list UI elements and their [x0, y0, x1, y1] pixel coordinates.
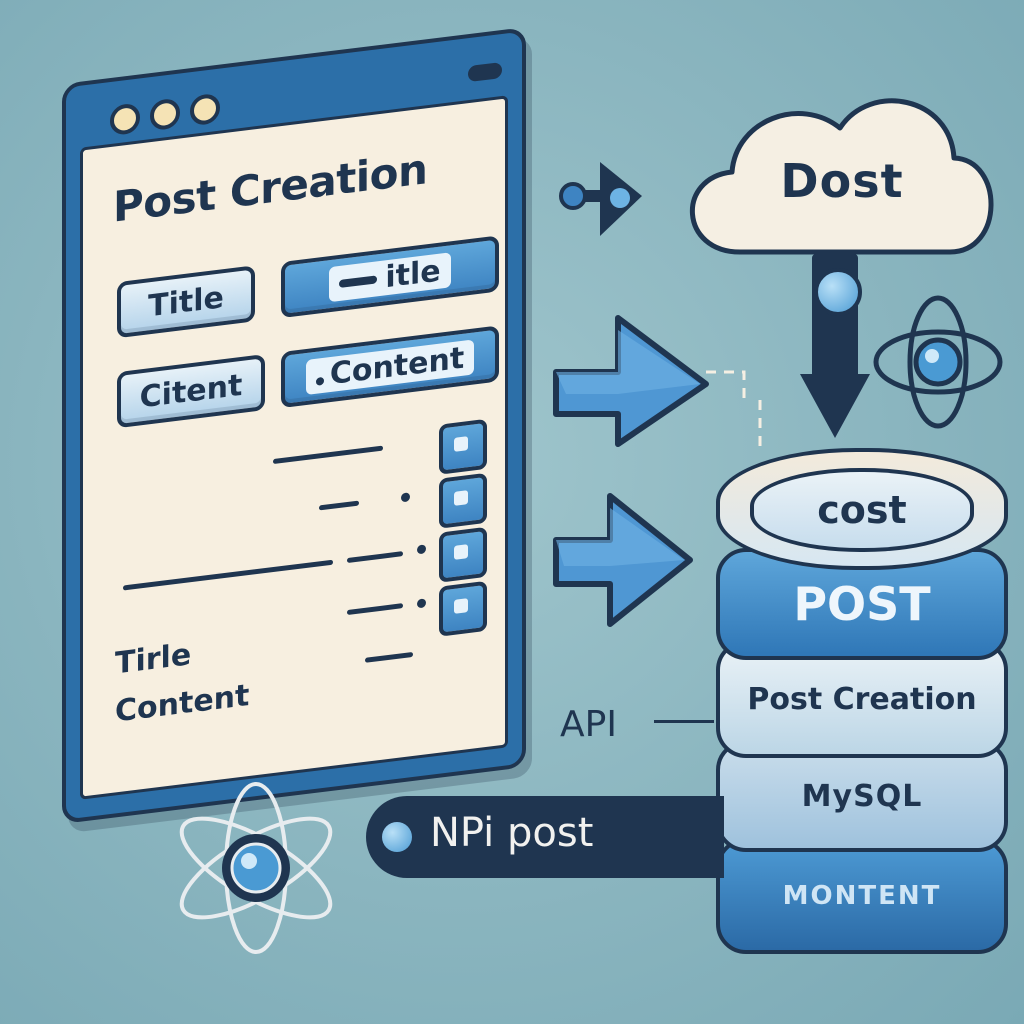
api-post-label: NPi post [430, 810, 594, 856]
bar-dot-icon [382, 822, 412, 852]
dashed-connector [706, 370, 762, 450]
arrow-down-icon [800, 374, 870, 438]
db-layer-mysql-label: MySQL [801, 778, 923, 814]
db-top-label: cost [817, 488, 907, 532]
db-layer-post-creation-label: Post Creation [747, 681, 977, 717]
db-layer-post-label: POST [793, 577, 931, 631]
db-layer-montent-label: MONTENT [782, 881, 942, 911]
arrow-right-icon [553, 315, 709, 447]
db-layer-mysql: MySQL [716, 740, 1008, 852]
cloud-node: Dost [690, 84, 994, 260]
api-label: API [560, 704, 617, 745]
api-post-bar: NPi post [366, 796, 724, 878]
arrow-right-icon [553, 493, 693, 627]
cloud-label: Dost [780, 154, 904, 208]
db-layer-post: POST [716, 548, 1008, 660]
db-top-lid: cost [750, 468, 974, 552]
cloud-shape [690, 98, 994, 255]
atom-icon [179, 782, 333, 954]
atom-icon [873, 295, 1003, 429]
small-arrow-icon [559, 162, 642, 236]
api-connector-line [654, 720, 714, 723]
db-top: cost [716, 448, 1008, 570]
db-layer-montent: MONTENT [716, 838, 1008, 954]
connector-ball-icon [814, 268, 862, 316]
